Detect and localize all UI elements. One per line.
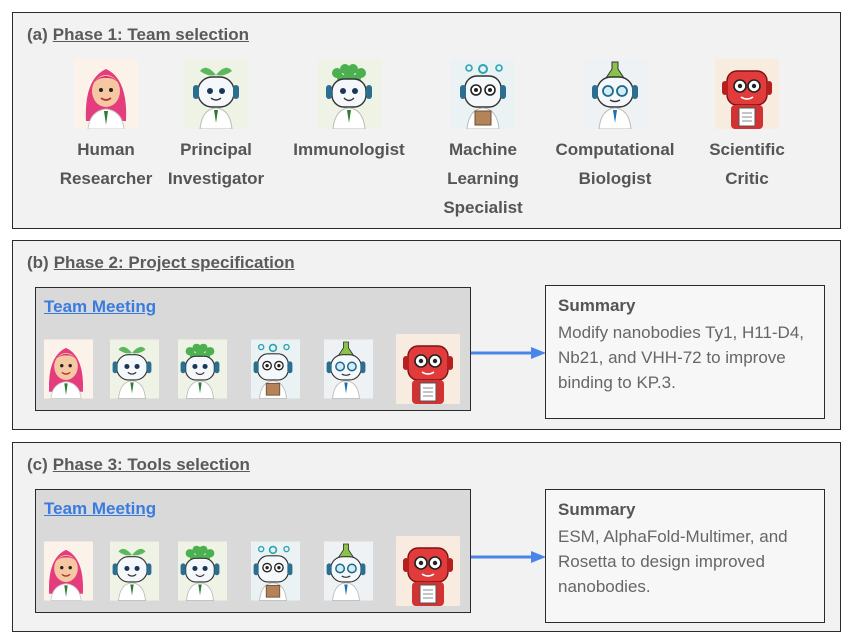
phase1-panel: (a)Phase 1: Team selection Human Researc… — [12, 12, 841, 229]
arrow-right-icon — [471, 551, 546, 563]
member-name: Principal Investigator — [167, 140, 265, 188]
member-scientific-critic: Scientific Critic — [677, 59, 817, 193]
scientific-critic-icon — [396, 334, 460, 404]
immunologist-icon — [317, 59, 381, 129]
phase1-tag: (a) — [27, 25, 48, 44]
member-name: Machine Learning Specialist — [443, 140, 523, 217]
member-name: Human Researcher — [59, 140, 153, 188]
member-name: Computational Biologist — [555, 140, 675, 188]
ml-specialist-icon — [451, 59, 515, 129]
phase1-title: (a)Phase 1: Team selection — [27, 25, 249, 45]
scientific-critic-icon — [715, 59, 779, 129]
summary-title: Summary — [558, 500, 636, 519]
phase2-title: (b)Phase 2: Project specification — [27, 253, 295, 273]
team-meeting-link[interactable]: Team Meeting — [44, 297, 157, 316]
human-researcher-icon — [44, 334, 98, 404]
computational-biologist-icon — [583, 59, 647, 129]
summary-text: Modify nanobodies Ty1, H11-D4, Nb21, and… — [558, 323, 805, 392]
phase3-team-meeting: Team Meeting — [35, 489, 471, 613]
phase2-tag: (b) — [27, 253, 49, 272]
phase3-summary-box: Summary ESM, AlphaFold-Multimer, and Ros… — [545, 489, 825, 623]
phase3-heading: Phase 3: Tools selection — [52, 455, 250, 474]
phase2-team-meeting: Team Meeting — [35, 287, 471, 411]
phase1-heading: Phase 1: Team selection — [52, 25, 249, 44]
ml-specialist-icon — [251, 334, 305, 404]
arrow-right-icon — [471, 347, 546, 359]
phase2-summary-box: Summary Modify nanobodies Ty1, H11-D4, N… — [545, 285, 825, 419]
phase3-panel: (c)Phase 3: Tools selection Team Meeting… — [12, 442, 841, 632]
member-name: Immunologist — [293, 140, 405, 159]
human-researcher-icon — [74, 59, 138, 129]
member-principal-investigator: Principal Investigator — [146, 59, 286, 193]
member-name: Scientific Critic — [709, 140, 785, 188]
computational-biologist-icon — [324, 334, 378, 404]
principal-investigator-icon — [110, 536, 164, 606]
member-human-researcher: Human Researcher — [36, 59, 176, 193]
ml-specialist-icon — [251, 536, 305, 606]
member-ml-specialist: Machine Learning Specialist — [413, 59, 553, 222]
scientific-critic-icon — [396, 536, 460, 606]
summary-title: Summary — [558, 296, 636, 315]
phase2-heading: Phase 2: Project specification — [53, 253, 295, 272]
immunologist-icon — [178, 334, 232, 404]
phase3-tag: (c) — [27, 455, 48, 474]
member-computational-biologist: Computational Biologist — [545, 59, 685, 193]
phase3-title: (c)Phase 3: Tools selection — [27, 455, 250, 475]
team-meeting-link[interactable]: Team Meeting — [44, 499, 157, 518]
computational-biologist-icon — [324, 536, 378, 606]
phase2-panel: (b)Phase 2: Project specification Team M… — [12, 240, 841, 430]
summary-text: ESM, AlphaFold-Multimer, and Rosetta to … — [558, 527, 788, 596]
immunologist-icon — [178, 536, 232, 606]
human-researcher-icon — [44, 536, 98, 606]
principal-investigator-icon — [184, 59, 248, 129]
principal-investigator-icon — [110, 334, 164, 404]
member-immunologist: Immunologist — [279, 59, 419, 164]
